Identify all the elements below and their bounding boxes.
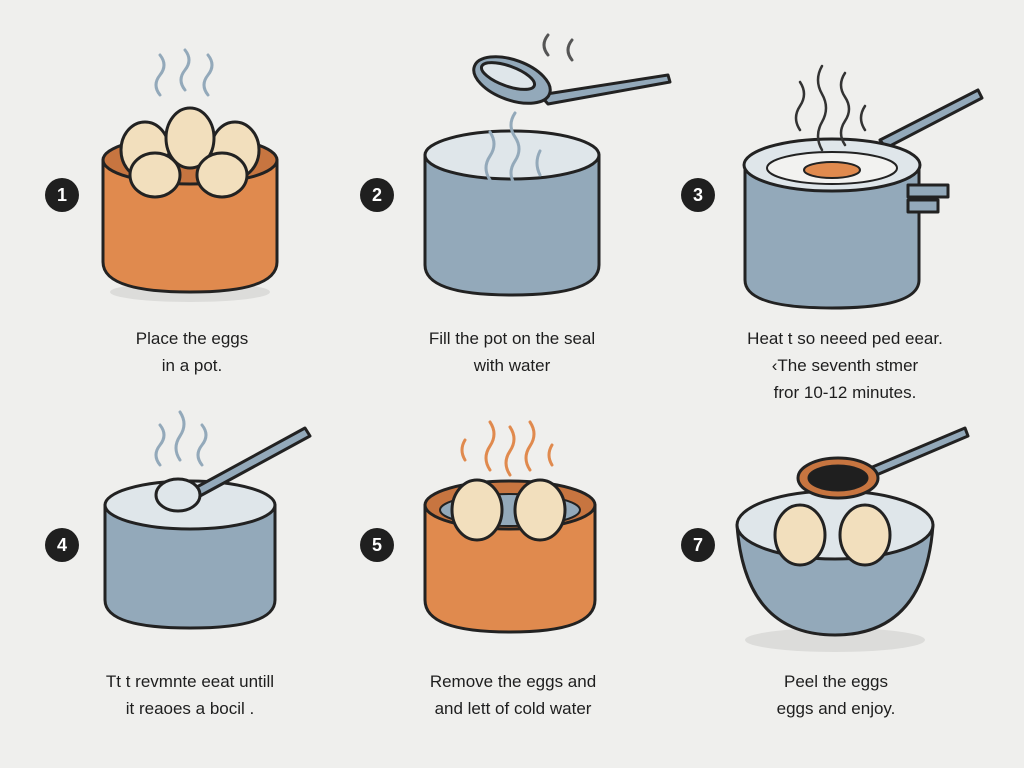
step-4-caption: Tt t revmnte eeat untill it reaoes a boc…: [40, 668, 340, 722]
step-number-badge: 5: [360, 528, 394, 562]
step-number-badge: 7: [681, 528, 715, 562]
step-2-pot-with-water: [423, 33, 672, 297]
step-7-caption: Peel the eggs eggs and enjoy.: [686, 668, 986, 722]
caption-line: Heat t so neeed ped eear.: [747, 329, 943, 348]
step-1-caption: Place the eggs in a pot.: [42, 325, 342, 379]
caption-line: fror 10-12 minutes.: [773, 383, 917, 402]
step-number-badge: 1: [45, 178, 79, 212]
step-3-caption: Heat t so neeed ped eear. ‹The seventh s…: [695, 325, 995, 406]
caption-line: Remove the eggs and: [429, 672, 597, 691]
step-4-boiling-pot: [103, 410, 312, 630]
step-2-caption: Fill the pot on the seal with water: [362, 325, 662, 379]
caption-line: eggs and enjoy.: [776, 699, 896, 718]
caption-line: Place the eggs: [135, 329, 249, 348]
caption-line: and lett of cold water: [434, 699, 592, 718]
step-number-badge: 2: [360, 178, 394, 212]
step-number-badge: 4: [45, 528, 79, 562]
step-number-badge: 3: [681, 178, 715, 212]
caption-line: Fill the pot on the seal: [428, 329, 596, 348]
step-1-pot-with-eggs: [101, 48, 279, 302]
caption-line: with water: [473, 356, 551, 375]
step-5-pot-with-eggs: [423, 420, 597, 634]
caption-line: Peel the eggs: [784, 672, 888, 691]
caption-line: it reaoes a bocil .: [125, 699, 255, 718]
caption-line: ‹The seventh stmer: [771, 356, 919, 375]
step-3-heating-pot: [742, 64, 984, 310]
step-5-caption: Remove the eggs and and lett of cold wat…: [363, 668, 663, 722]
caption-line: in a pot.: [161, 356, 223, 375]
caption-line: Tt t revmnte eeat untill: [105, 672, 275, 691]
step-7-bowl-with-eggs: [735, 426, 970, 652]
